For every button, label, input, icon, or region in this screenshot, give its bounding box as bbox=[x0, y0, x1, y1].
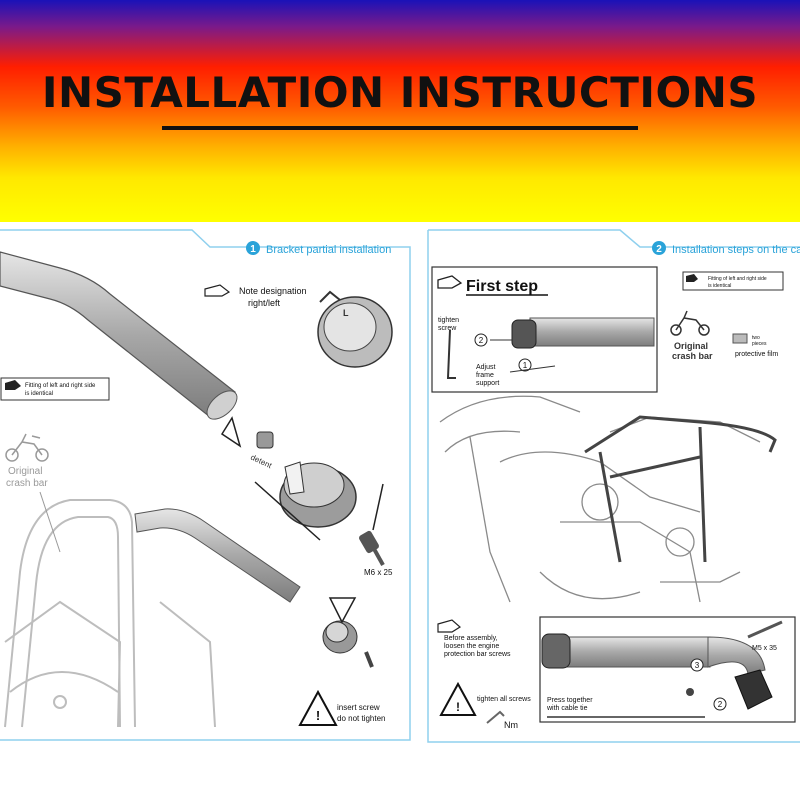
panel-2-frame bbox=[427, 229, 800, 743]
before-assembly-note: Before assembly, loosen the engine prote… bbox=[437, 619, 511, 658]
adjust-line3: support bbox=[476, 380, 499, 387]
svg-text:protective film: protective film bbox=[735, 351, 778, 358]
disc-cap-detail: L bbox=[317, 290, 393, 368]
step-2-badge bbox=[652, 241, 666, 255]
callout-2 bbox=[474, 333, 488, 347]
step-1-badge bbox=[246, 241, 260, 255]
note-designation-callout: Note designation right/left bbox=[204, 284, 307, 308]
left-marker: L bbox=[343, 308, 349, 318]
note-designation-line1: Note designation bbox=[239, 286, 307, 296]
callout-3 bbox=[690, 658, 704, 672]
panel-1-heading: Bracket partial installation bbox=[266, 244, 391, 256]
motorcycle-icon bbox=[670, 310, 710, 336]
pointing-hand-icon bbox=[5, 380, 21, 390]
svg-text:2: 2 bbox=[718, 700, 723, 709]
press-together-line1: Press together bbox=[547, 697, 593, 704]
original-2-line2: crash bar bbox=[672, 351, 713, 361]
page-title: INSTALLATION INSTRUCTIONS bbox=[41, 68, 759, 117]
note-designation-line2: right/left bbox=[248, 298, 281, 308]
fitting-note-2-line1: Fitting of left and right side bbox=[708, 276, 767, 282]
title-banner: INSTALLATION INSTRUCTIONS bbox=[0, 0, 800, 222]
crash-bar-outline bbox=[584, 415, 777, 563]
original-label-line2: crash bar bbox=[6, 478, 48, 489]
torque-wrench-icon bbox=[486, 710, 505, 724]
disc-cap-installed bbox=[322, 620, 358, 654]
nm-label: Nm bbox=[504, 720, 518, 730]
protective-film-label: two pieces protective film bbox=[732, 333, 778, 358]
pointing-hand-icon bbox=[437, 619, 462, 633]
svg-text:!: ! bbox=[316, 708, 320, 723]
svg-text:3: 3 bbox=[695, 661, 700, 670]
assembly-arrows bbox=[220, 416, 384, 624]
pointing-hand-icon bbox=[686, 274, 698, 282]
lower-tube bbox=[134, 508, 301, 603]
press-together-line2: with cable tie bbox=[546, 705, 588, 712]
screw-m6 bbox=[359, 530, 385, 566]
allen-key-icon bbox=[446, 329, 456, 379]
tighten-all-label: tighten all screws bbox=[477, 696, 531, 703]
warning-line1: insert screw bbox=[337, 703, 380, 712]
motorcycle-sketch bbox=[439, 395, 761, 603]
warning-triangle-icon bbox=[439, 681, 477, 716]
step-1-number: 1 bbox=[250, 244, 256, 255]
fitting-note-box: Fitting of left and right side is identi… bbox=[0, 377, 110, 401]
svg-text:protection bar screws: protection bar screws bbox=[444, 651, 511, 658]
original-2-line1: Original bbox=[674, 341, 708, 351]
pointing-hand-icon bbox=[437, 275, 463, 289]
adjust-line1: Adjust bbox=[476, 364, 496, 371]
pointing-hand-icon bbox=[204, 284, 231, 297]
warning-callout: ! insert screw do not tighten bbox=[298, 689, 385, 726]
fitting-note-line1: Fitting of left and right side bbox=[25, 383, 96, 389]
detent-label: detent bbox=[249, 453, 274, 471]
svg-text:loosen the engine: loosen the engine bbox=[444, 643, 499, 650]
first-step-box: First step tighten screw 2 1 Adjust fram… bbox=[431, 266, 658, 393]
svg-text:!: ! bbox=[456, 700, 460, 714]
small-screw bbox=[364, 651, 374, 668]
tighten-screw-line2: screw bbox=[438, 325, 457, 332]
screw-size-label: M6 x 25 bbox=[364, 568, 393, 577]
title-underline bbox=[162, 126, 638, 130]
tighten-all-callout: ! tighten all screws Nm bbox=[439, 681, 531, 730]
assembly-detail-box: M5 x 35 3 2 Press together with cable ti… bbox=[539, 616, 796, 723]
instructions-diagram: 1 Bracket partial installation L bbox=[0, 222, 800, 800]
panel-1-frame bbox=[0, 229, 411, 741]
svg-text:two: two bbox=[752, 335, 760, 341]
motorcycle-icon bbox=[5, 433, 49, 462]
first-step-title: First step bbox=[466, 278, 538, 295]
screw-size-2: M5 x 35 bbox=[752, 645, 777, 652]
disc-cap-exploded bbox=[279, 461, 357, 528]
callout-2b bbox=[713, 697, 727, 711]
callout-1 bbox=[518, 358, 532, 372]
svg-text:pieces: pieces bbox=[752, 341, 767, 347]
svg-text:1: 1 bbox=[523, 361, 528, 370]
step-2-number: 2 bbox=[656, 244, 662, 255]
tighten-screw-line1: tighten bbox=[438, 317, 459, 324]
warning-triangle-icon bbox=[298, 689, 338, 726]
diagram-svg: 1 Bracket partial installation L bbox=[0, 229, 800, 743]
svg-text:Before assembly,: Before assembly, bbox=[444, 635, 498, 642]
fitting-note-box-2: Fitting of left and right side is identi… bbox=[682, 271, 784, 291]
warning-line2: do not tighten bbox=[337, 714, 385, 723]
original-label-line1: Original bbox=[8, 466, 42, 477]
panel-2: 2 Installation steps on the car First st… bbox=[427, 229, 800, 743]
bushing bbox=[256, 431, 274, 449]
fitting-note-2-line2: is identical bbox=[708, 283, 731, 289]
tube-end bbox=[206, 390, 238, 420]
fitting-note-line2: is identical bbox=[25, 391, 53, 397]
panel-2-heading: Installation steps on the car bbox=[672, 244, 800, 256]
screw-m5 bbox=[747, 620, 783, 639]
svg-text:2: 2 bbox=[479, 336, 484, 345]
panel-1: 1 Bracket partial installation L bbox=[0, 229, 411, 741]
crash-bar-sketch bbox=[4, 491, 216, 728]
adjust-line2: frame bbox=[476, 372, 494, 379]
